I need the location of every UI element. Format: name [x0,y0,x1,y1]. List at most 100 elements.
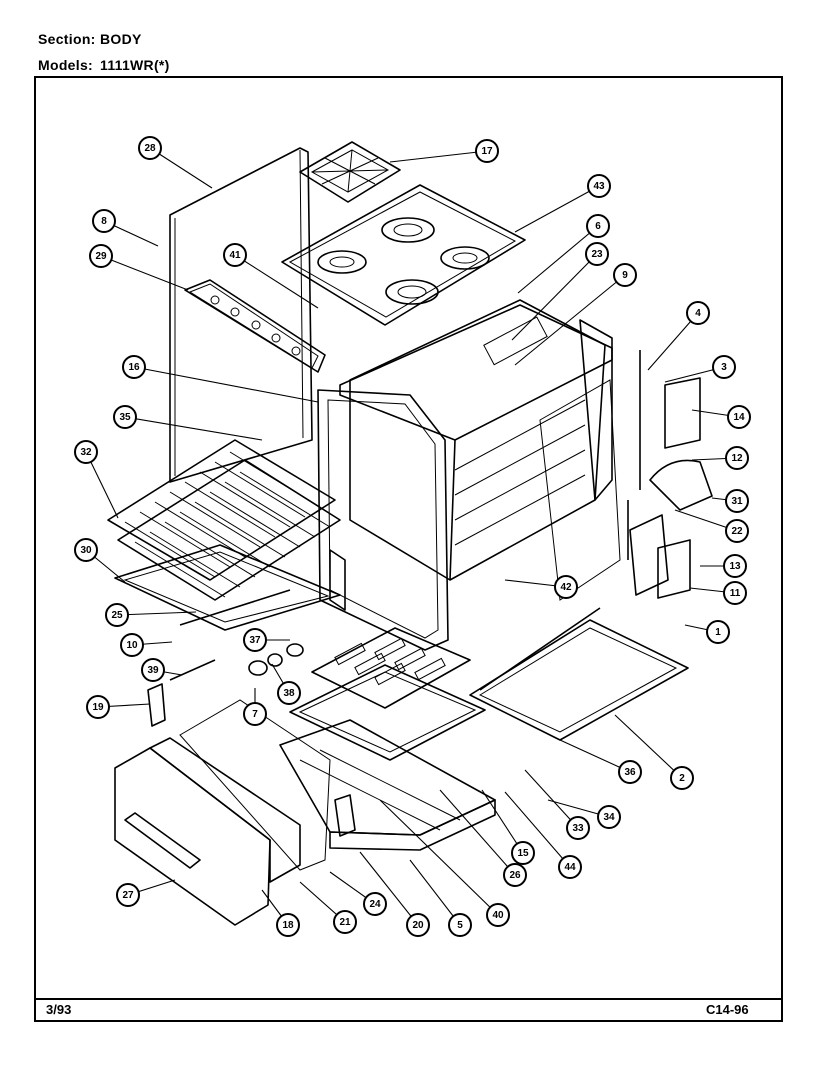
callout-bubble-34 [597,805,621,829]
callout-leader-41 [234,254,319,309]
callout-35: 35 [113,405,263,441]
section-label: Section: [38,31,96,47]
callout-24: 24 [329,871,387,916]
callout-number: 29 [95,251,107,262]
callout-bubble-8 [92,209,116,233]
callout-4: 4 [647,301,710,371]
callout-40: 40 [379,799,510,927]
models-label: Models: [38,57,93,73]
callout-number: 41 [229,250,241,261]
callout-number: 26 [509,870,521,881]
callout-41: 41 [223,243,319,309]
callout-16: 16 [122,355,319,403]
callout-number: 44 [564,862,576,873]
callout-9: 9 [514,263,637,366]
callout-18: 18 [261,889,300,937]
callout-bubble-1 [706,620,730,644]
callout-bubble-20 [406,913,430,937]
callout-number: 35 [119,412,131,423]
callout-10: 10 [120,633,173,657]
callout-3: 3 [664,355,736,383]
callout-6: 6 [517,214,610,294]
callout-leader-17 [389,150,488,163]
callout-number: 43 [593,181,605,192]
callout-23: 23 [511,242,609,341]
callout-number: 2 [679,773,685,784]
small-parts-drawing [147,350,713,837]
callout-number: 7 [252,709,258,720]
callout-number: 28 [144,143,156,154]
callout-bubble-13 [723,554,747,578]
callout-bubble-39 [141,658,165,682]
callout-number: 5 [457,920,463,931]
callout-number: 36 [624,767,636,778]
callout-15: 15 [481,789,535,865]
callout-bubble-44 [558,855,582,879]
cooktop-drawing [281,184,526,326]
models-line: Models: 1111WR(*) [38,57,170,73]
callout-number: 38 [283,688,295,699]
section-value: BODY [100,31,142,47]
callout-bubble-15 [511,841,535,865]
callout-number: 32 [80,447,92,458]
callout-leader-44 [504,791,571,868]
oven-racks-drawing [107,439,341,601]
callout-leader-25 [116,611,197,616]
callout-7: 7 [243,688,267,726]
callout-bubble-18 [276,913,300,937]
callout-number: 21 [339,917,351,928]
diagram-code: C14-96 [706,1002,749,1017]
callout-number: 15 [517,848,529,859]
callout-bubble-30 [74,538,98,562]
drawer-front-drawing [114,699,331,926]
callout-bubble-7 [243,702,267,726]
callout-number: 3 [721,362,727,373]
callout-bubble-10 [120,633,144,657]
drawer-drawing [279,719,496,851]
callout-bubble-36 [618,760,642,784]
callout-number: 30 [80,545,92,556]
callout-bubble-42 [554,575,578,599]
callout-bubble-2 [670,766,694,790]
callout-leader-23 [511,253,598,341]
diagram-frame [34,76,783,1022]
callout-14: 14 [691,405,751,429]
callout-33: 33 [524,769,590,840]
callout-number: 23 [591,249,603,260]
oven-body-drawing [339,299,621,601]
callout-number: 34 [603,812,615,823]
callout-bubble-9 [613,263,637,287]
callout-bubble-37 [243,628,267,652]
callout-bubble-5 [448,913,472,937]
back-panel-drawing [169,147,313,483]
callout-bubble-12 [725,446,749,470]
callout-bubble-6 [586,214,610,238]
drawer-rail-drawing [469,607,689,741]
callout-number: 14 [733,412,745,423]
callout-number: 22 [731,526,743,537]
callout-bubble-31 [725,489,749,513]
callout-13: 13 [700,554,747,578]
callout-26: 26 [439,789,527,887]
callout-31: 31 [711,489,749,513]
section-line: Section:BODY [38,31,142,47]
callout-leader-40 [379,799,499,916]
models-value: 1111WR(*) [100,57,170,73]
callout-leader-9 [514,274,626,366]
callout-leader-43 [514,185,600,233]
callout-bubble-26 [503,863,527,887]
oven-bottom-drawing [114,544,341,631]
callout-34: 34 [547,799,621,829]
callout-number: 20 [412,920,424,931]
callout-32: 32 [74,440,119,519]
callout-number: 40 [492,910,504,921]
callout-28: 28 [138,136,213,189]
callout-bubble-32 [74,440,98,464]
callout-leader-26 [439,789,516,876]
callout-number: 6 [595,221,601,232]
callout-25: 25 [105,603,197,627]
broiler-pan-drawing [289,627,486,761]
callout-12: 12 [691,446,749,470]
